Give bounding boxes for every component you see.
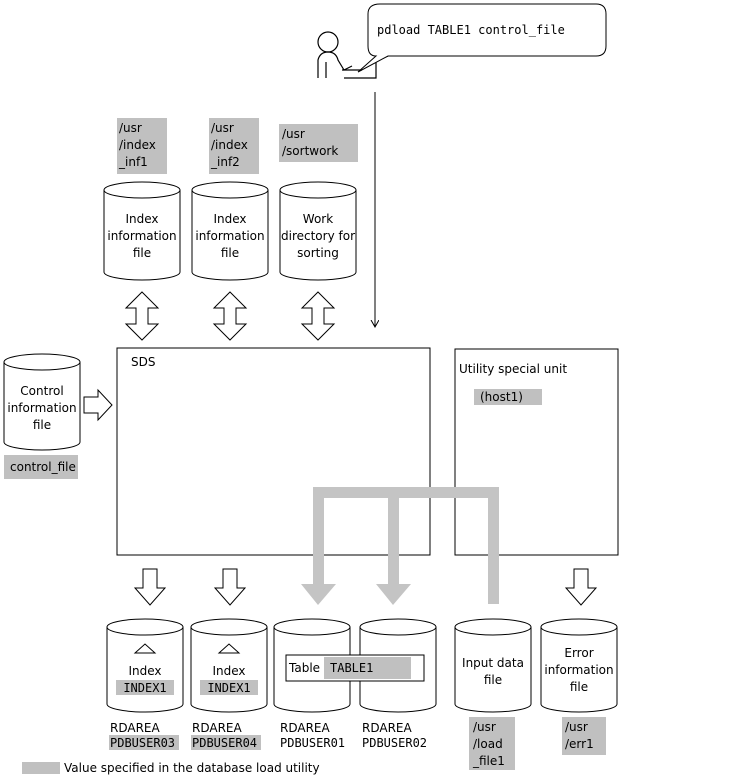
rdarea1-index-name: INDEX1 (123, 681, 166, 695)
path-sortwork-l1: /usr (282, 127, 305, 141)
double-arrow-3 (300, 291, 336, 341)
cylinder-work-dir (279, 181, 357, 281)
rdarea3-label: RDAREA (280, 721, 330, 735)
host-text: (host1) (480, 390, 523, 404)
cylinder-index-info-1 (103, 181, 181, 281)
path-inf2-l3: _inf2 (210, 155, 240, 169)
index-info-1-l2: information (107, 229, 176, 243)
cylinder-input-data (454, 618, 532, 713)
table-name: TABLE1 (330, 661, 373, 675)
double-arrow-1 (124, 291, 160, 341)
rdarea2-index-name-box (200, 680, 258, 695)
path-load-l3: _file1 (472, 754, 505, 768)
path-inf2-l2: /index (211, 138, 248, 152)
path-box-inf2 (209, 118, 259, 174)
path-box-sortwork (279, 124, 358, 162)
rdarea1-index-label: Index (128, 664, 161, 678)
sds-label: SDS (131, 355, 155, 369)
host-box (474, 389, 542, 405)
legend-text: Value specified in the database load uti… (64, 761, 320, 775)
rdarea3-name: PDBUSER01 (280, 736, 345, 750)
right-arrow-control (83, 388, 113, 422)
work-dir-l2: directory for (281, 229, 355, 243)
rdarea2-index-label: Index (212, 664, 245, 678)
rdarea2-index-name: INDEX1 (207, 681, 250, 695)
utility-unit-label: Utility special unit (459, 362, 567, 376)
rdarea2-name-box (191, 735, 261, 750)
index-info-2-l3: file (221, 246, 239, 260)
work-dir-l1: Work (303, 212, 333, 226)
control-info-l1: Control (20, 384, 63, 398)
table-name-box (324, 657, 411, 679)
index-triangle-2 (217, 643, 241, 654)
down-arrow-1 (133, 568, 167, 606)
error-info-l2: information (544, 663, 613, 677)
rdarea1-name-box (109, 735, 179, 750)
rdarea1-index-name-box (116, 680, 174, 695)
control-info-l3: file (33, 418, 51, 432)
table-label: Table (288, 661, 320, 675)
path-err-l2: /err1 (565, 737, 594, 751)
cylinder-index-info-2 (191, 181, 269, 281)
control-file-box (4, 455, 78, 479)
index-info-1-l3: file (133, 246, 151, 260)
index-info-1-l1: Index (125, 212, 158, 226)
path-box-load-file (469, 717, 515, 770)
path-box-err (562, 717, 606, 755)
path-inf1-l3: _inf1 (118, 155, 148, 169)
down-arrow-2 (213, 568, 247, 606)
work-dir-l3: sorting (297, 246, 339, 260)
control-file-text: control_file (10, 460, 76, 474)
sds-box (116, 347, 431, 556)
cylinder-error-info (540, 618, 618, 713)
rdarea4-name: PDBUSER02 (362, 736, 427, 750)
command-text: pdload TABLE1 control_file (377, 23, 565, 37)
index-info-2-l2: information (195, 229, 264, 243)
down-arrow-error (564, 568, 598, 606)
path-load-l1: /usr (473, 720, 496, 734)
path-inf2-l1: /usr (211, 121, 234, 135)
error-info-l1: Error (564, 646, 593, 660)
path-load-l2: /load (473, 737, 503, 751)
rdarea4-label: RDAREA (362, 721, 412, 735)
data-flow (301, 487, 499, 605)
control-info-l2: information (7, 401, 76, 415)
index-triangle-1 (133, 643, 157, 654)
double-arrow-2 (212, 291, 248, 341)
utility-unit-box (454, 348, 619, 556)
path-box-inf1 (117, 118, 167, 174)
command-balloon: pdload TABLE1 control_file (357, 3, 607, 73)
path-inf1-l1: /usr (119, 121, 142, 135)
rdarea2-name: PDBUSER04 (192, 736, 257, 750)
input-data-l1: Input data (462, 656, 524, 670)
rdarea1-name: PDBUSER03 (110, 736, 175, 750)
path-inf1-l2: /index (119, 138, 156, 152)
index-info-2-l1: Index (213, 212, 246, 226)
error-info-l3: file (570, 680, 588, 694)
rdarea1-label: RDAREA (110, 721, 160, 735)
input-data-l2: file (484, 673, 502, 687)
cylinder-control-info (3, 353, 81, 451)
legend-swatch (22, 762, 60, 774)
path-err-l1: /usr (565, 720, 588, 734)
path-sortwork-l2: /sortwork (282, 144, 338, 158)
rdarea2-label: RDAREA (192, 721, 242, 735)
